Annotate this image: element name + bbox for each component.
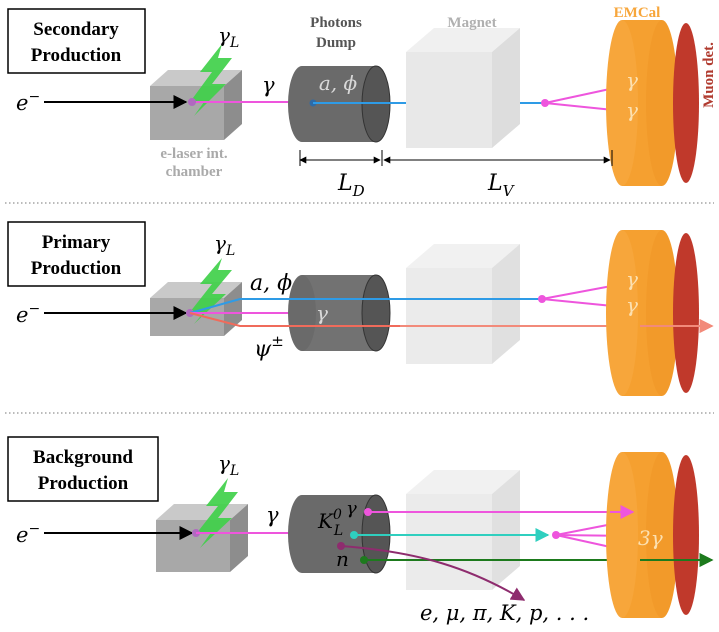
panel-title-line2: Production <box>38 473 129 494</box>
magnet-front <box>406 494 492 590</box>
psi-label: ψ± <box>254 332 284 362</box>
laser-bolt-icon <box>196 478 238 548</box>
laser-label: γL <box>218 23 239 51</box>
emcal-front <box>606 230 638 396</box>
lv-label: LV <box>487 171 516 200</box>
photon-label: γ <box>266 503 279 527</box>
dump-label-2: Dump <box>316 35 356 51</box>
dump-front <box>288 495 316 573</box>
dump-label-1: Photons <box>310 15 362 31</box>
magnet-side <box>492 244 520 364</box>
hadrons-label: e, μ, π, K, p, . . . <box>420 601 589 625</box>
three-gamma-label: 3γ <box>638 526 663 550</box>
electron-label: e− <box>16 301 40 327</box>
magnet-top <box>406 28 520 52</box>
magnet-side <box>492 28 520 148</box>
interaction-vertex <box>188 98 196 106</box>
dump-front <box>288 66 316 142</box>
hadron-track <box>340 545 526 601</box>
panel-title-line2: Production <box>31 45 122 66</box>
panel-primary: Primary Production γL e− a, ϕ ψ± γ <box>7 221 714 396</box>
dump-photon-label: γ <box>316 301 328 325</box>
panel-title-line1: Secondary <box>33 19 119 40</box>
decay-gamma-1: γ <box>626 267 638 291</box>
magnet-front <box>406 52 492 148</box>
muon-detector <box>673 455 699 615</box>
ld-label: LD <box>337 171 365 200</box>
dump-particle-label: a, ϕ <box>319 71 358 95</box>
emcal-front <box>606 452 638 618</box>
decay-gamma-2: γ <box>626 293 638 317</box>
panel-title-box <box>7 436 159 502</box>
laser-label: γL <box>218 451 239 479</box>
dump-front <box>288 275 316 351</box>
photon-label: γ <box>262 73 275 97</box>
panel-title-line1: Primary <box>42 232 111 253</box>
neutron-label: n <box>336 547 349 571</box>
chamber-side <box>224 70 242 140</box>
emcal-label: EMCal <box>614 5 661 21</box>
muon-detector <box>673 233 699 393</box>
muon-detector <box>673 23 699 183</box>
chamber-label-2: chamber <box>166 164 223 180</box>
chamber-label-1: e-laser int. <box>160 146 227 162</box>
magnet-label: Magnet <box>447 15 496 31</box>
dump-back <box>361 274 391 352</box>
laser-bolt-icon <box>190 44 232 116</box>
laser-bolt-icon <box>190 258 232 324</box>
panel-title-line2: Production <box>31 258 122 279</box>
panel-secondary: Secondary Production γL e-laser int. cha… <box>7 5 717 200</box>
decay-gamma-2: γ <box>626 98 638 122</box>
muon-label: Muon det. <box>701 42 717 108</box>
chamber-side <box>230 504 248 572</box>
panel-title-box <box>7 8 146 74</box>
laser-label: γL <box>214 231 235 259</box>
magnet-top <box>406 470 520 494</box>
panel-title-line1: Background <box>33 447 133 468</box>
emcal-back <box>646 230 678 396</box>
emcal-back <box>646 452 678 618</box>
emcal-back <box>646 20 678 186</box>
alp-label: a, ϕ <box>250 271 292 296</box>
magnet-top <box>406 244 520 268</box>
electron-label: e− <box>16 521 40 547</box>
decay-gamma-1: γ <box>626 68 638 92</box>
magnet-front <box>406 268 492 364</box>
panel-title-box <box>7 221 146 287</box>
electron-label: e− <box>16 89 40 115</box>
dump-gamma-label: γ <box>346 498 357 519</box>
emcal-front <box>606 20 638 186</box>
